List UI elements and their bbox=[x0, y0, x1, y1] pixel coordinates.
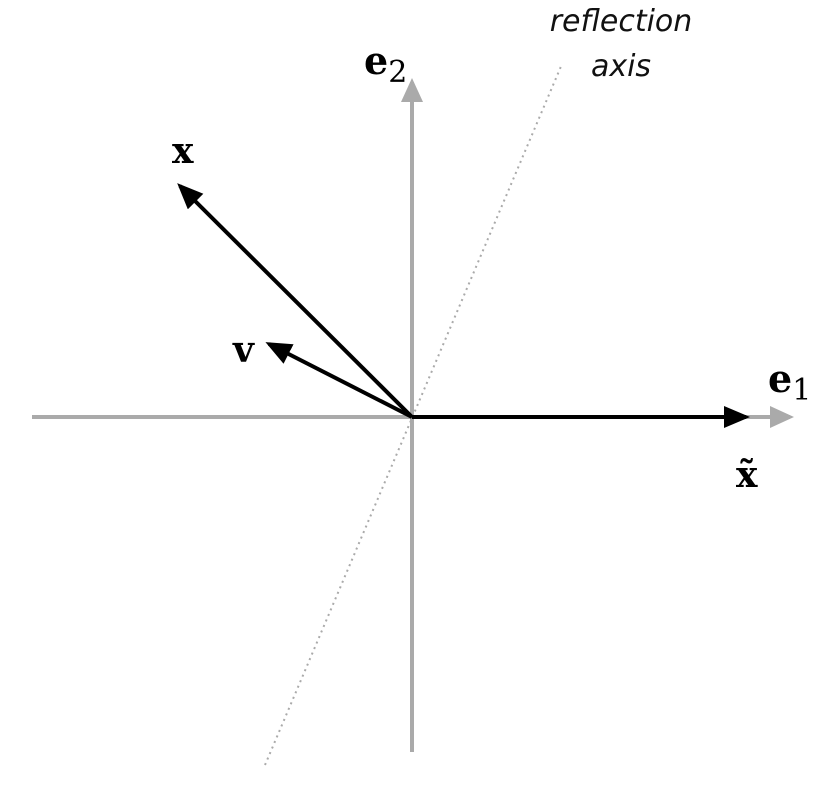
reflection-axis-label-line2: axis bbox=[591, 49, 651, 84]
e2-label-sub: 2 bbox=[388, 55, 407, 90]
e2-label-base: e bbox=[364, 38, 388, 83]
vector-x bbox=[177, 183, 414, 419]
e1-label: e1 bbox=[768, 356, 811, 408]
e2-label: e2 bbox=[364, 38, 407, 90]
reflection-axis-line bbox=[264, 63, 563, 766]
x-label: x bbox=[172, 130, 194, 172]
x-tilde-label: x̃ bbox=[736, 454, 758, 496]
e1-label-base: e bbox=[768, 356, 792, 401]
reflection-axis-label-line1: reflection bbox=[550, 4, 693, 39]
v-label: v bbox=[232, 329, 255, 371]
vector-v bbox=[265, 342, 413, 419]
e1-label-sub: 1 bbox=[792, 373, 811, 408]
